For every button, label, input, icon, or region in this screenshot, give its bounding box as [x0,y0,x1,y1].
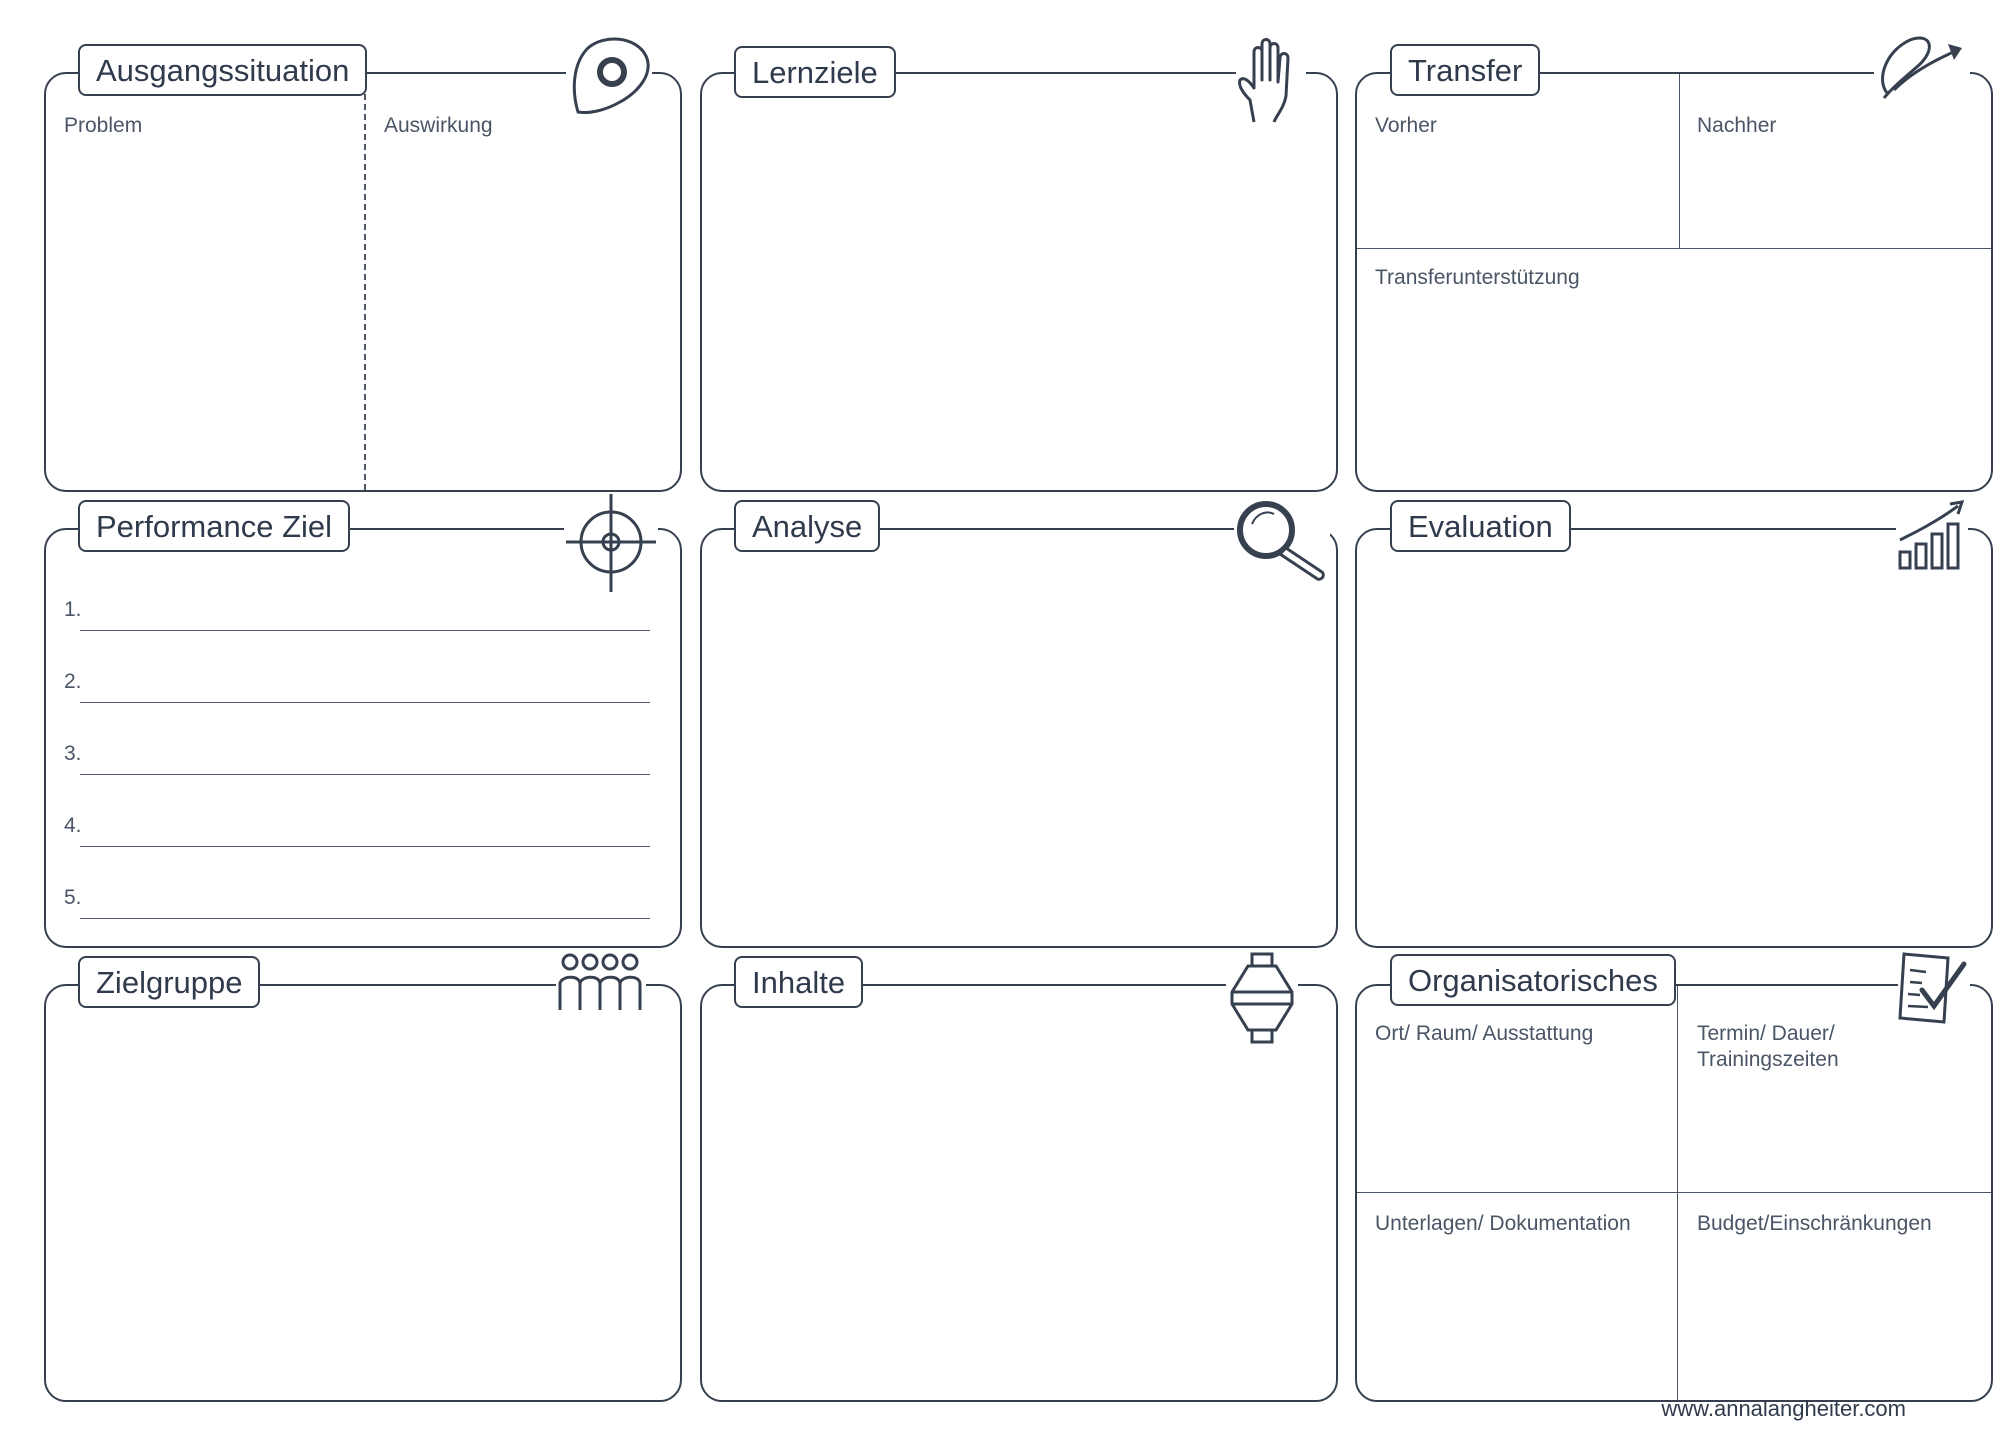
org-vertical-divider [1677,986,1678,1400]
footer-url[interactable]: www.annalangheiter.com [1661,1396,1906,1421]
nachher-label: Nachher [1697,114,1777,137]
location-pin-icon [566,34,652,118]
unterlagen-label: Unterlagen/ Dokumentation [1375,1212,1631,1235]
performance-item-line [80,702,650,703]
auswirkung-label: Auswirkung [384,114,493,137]
magnifier-icon [1234,498,1330,582]
growth-chart-icon [1896,500,1968,572]
panel-evaluation [1355,528,1993,948]
panel-analyse [700,528,1338,948]
panel-organisatorisches: Ort/ Raum/ Ausstattung Termin/ Dauer/ Tr… [1355,984,1993,1402]
title-ausgangssituation: Ausgangssituation [78,44,368,96]
panel-ausgangssituation: Problem Auswirkung [44,72,682,492]
termin-label-line1: Termin/ Dauer/ [1697,1022,1835,1045]
performance-item-line [80,846,650,847]
termin-label-line2: Trainingszeiten [1697,1048,1839,1071]
performance-item-number: 1. [64,598,82,621]
panel-lernziele [700,72,1338,492]
dashed-divider [364,74,366,490]
transfer-horizontal-divider [1357,248,1991,249]
performance-item-line [80,774,650,775]
ort-label: Ort/ Raum/ Ausstattung [1375,1022,1594,1045]
problem-label: Problem [64,114,143,137]
performance-item-line [80,630,650,631]
transfer-vertical-divider [1679,74,1680,248]
checklist-icon [1898,950,1970,1026]
performance-item-line [80,918,650,919]
org-horizontal-divider [1357,1192,1991,1193]
panel-performance-ziel: 1. 2. 3. 4. 5. [44,528,682,948]
budget-label: Budget/Einschränkungen [1697,1212,1932,1235]
title-inhalte: Inhalte [734,956,864,1008]
title-analyse: Analyse [734,500,881,552]
performance-item-number: 2. [64,670,82,693]
performance-item-number: 5. [64,886,82,909]
vorher-label: Vorher [1375,114,1437,137]
panel-zielgruppe [44,984,682,1402]
panel-transfer: Vorher Nachher Transferunterstützung [1355,72,1993,492]
title-organisatorisches: Organisatorisches [1390,954,1676,1006]
performance-item-number: 3. [64,742,82,765]
title-evaluation: Evaluation [1390,500,1571,552]
title-zielgruppe: Zielgruppe [78,956,261,1008]
panel-inhalte [700,984,1338,1402]
swoosh-arrow-icon [1874,32,1970,106]
title-performance-ziel: Performance Ziel [78,500,351,552]
title-lernziele: Lernziele [734,46,896,98]
funnel-icon [1226,950,1298,1048]
transferunterstuetzung-label: Transferunterstützung [1375,266,1580,289]
title-transfer: Transfer [1390,44,1541,96]
raised-hand-icon [1236,38,1306,126]
crosshair-target-icon [564,494,658,594]
people-group-icon [556,952,646,1014]
performance-item-number: 4. [64,814,82,837]
